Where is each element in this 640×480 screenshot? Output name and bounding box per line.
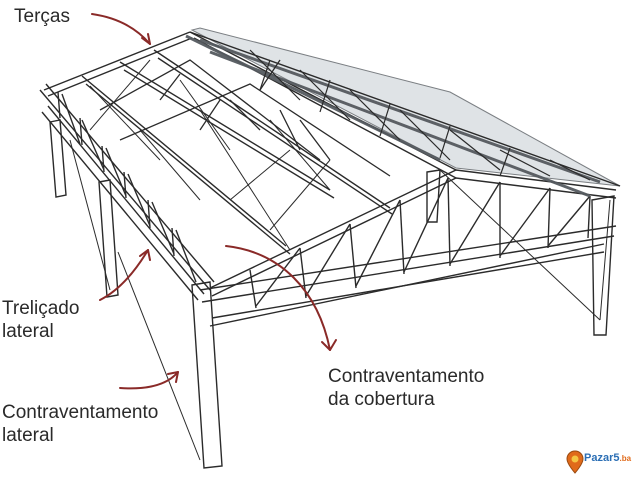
watermark-tld: .ba <box>619 454 632 463</box>
label-contra-lat-line1: Contraventamento <box>2 402 159 423</box>
label-tercas: Terças <box>14 6 70 27</box>
label-trelicado-lateral: Treliçado lateral <box>2 298 79 344</box>
label-trelicado-line1: Treliçado <box>2 298 80 319</box>
watermark-brand: Pazar5 <box>584 452 620 464</box>
label-contra-lat-line2: lateral <box>2 424 54 446</box>
label-contra-cob-line2: da cobertura <box>328 388 435 410</box>
arrow-tercas <box>91 13 151 45</box>
label-contraventamento-cobertura: Contraventamento da cobertura <box>328 366 484 412</box>
ridge-and-rafters <box>43 31 621 255</box>
arrow-trelicado-lateral <box>99 249 149 301</box>
label-contraventamento-lateral: Contraventamento lateral <box>2 402 158 448</box>
label-trelicado-line2: lateral <box>2 320 54 342</box>
lateral-bracing <box>69 139 611 461</box>
watermark-logo: Pazar5.ba <box>566 446 638 478</box>
label-contra-cob-line1: Contraventamento <box>328 366 485 387</box>
inner-trusses <box>99 59 391 177</box>
columns <box>49 119 615 469</box>
annotation-arrows <box>91 13 337 390</box>
gable-end-truss <box>209 169 617 309</box>
watermark-text: Pazar5.ba <box>584 452 631 464</box>
left-eave-truss <box>39 83 215 301</box>
arrow-contraventamento-lateral <box>119 371 179 390</box>
purlins <box>185 34 601 198</box>
roof-bracing <box>89 59 331 251</box>
watermark-pin-icon <box>566 450 584 474</box>
arrow-contraventamento-cobertura <box>225 245 331 351</box>
right-roof-trusses <box>249 49 591 181</box>
